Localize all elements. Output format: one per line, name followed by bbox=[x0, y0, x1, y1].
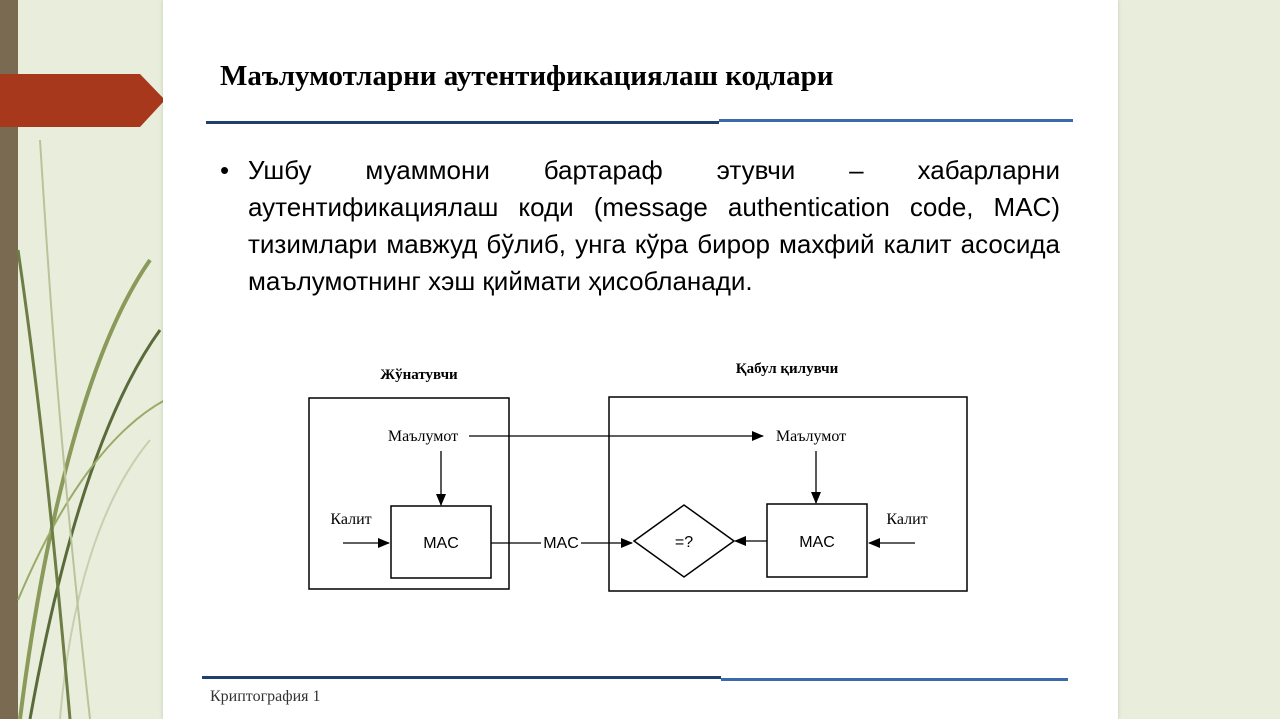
slide: Маълумотларни аутентификациялаш кодлари … bbox=[163, 0, 1118, 719]
slide-title: Маълумотларни аутентификациялаш кодлари bbox=[220, 60, 834, 92]
swoosh-line bbox=[16, 249, 72, 719]
receiver-title: Қабул қилувчи bbox=[736, 361, 839, 377]
sender-mac-label: MAC bbox=[423, 535, 459, 552]
footer-rule-dark bbox=[202, 676, 721, 679]
receiver-data-label: Маълумот bbox=[776, 428, 846, 445]
receiver-mac-label: MAC bbox=[799, 534, 835, 551]
sender-mac-box bbox=[390, 505, 492, 579]
compare-label: =? bbox=[675, 534, 693, 551]
sender-title: Жўнатувчи bbox=[380, 367, 458, 383]
receiver-key-label: Калит bbox=[886, 511, 927, 528]
mac-diagram: Жўнатувчи Маълумот Калит MAC MAC Қабул қ… bbox=[308, 361, 968, 592]
brown-stripe bbox=[0, 0, 18, 719]
sender-box bbox=[308, 397, 510, 590]
swoosh-line bbox=[39, 139, 91, 719]
compare-diamond bbox=[632, 504, 736, 578]
bullet-text: Ушбу муаммони бартараф этувчи – хабарлар… bbox=[248, 155, 1060, 296]
title-rule-light bbox=[719, 119, 1073, 122]
bullet-item: • Ушбу муаммони бартараф этувчи – хабарл… bbox=[220, 152, 1060, 300]
footer-rule-light bbox=[721, 678, 1068, 681]
footer-text: Криптография 1 bbox=[210, 688, 321, 705]
left-decoration bbox=[0, 0, 166, 719]
swoosh-line bbox=[59, 439, 151, 719]
receiver-box bbox=[608, 396, 968, 592]
swoosh-line bbox=[17, 399, 166, 601]
bullet-dot-icon: • bbox=[220, 155, 230, 185]
accent-arrow bbox=[0, 74, 165, 127]
swoosh-line bbox=[18, 258, 152, 719]
sender-data-label: Маълумот bbox=[388, 428, 458, 445]
swoosh-line bbox=[28, 329, 162, 719]
sender-key-label: Калит bbox=[330, 511, 371, 528]
right-band bbox=[1118, 0, 1280, 719]
title-rule-dark bbox=[206, 121, 719, 124]
mac-link-label: MAC bbox=[543, 535, 579, 552]
